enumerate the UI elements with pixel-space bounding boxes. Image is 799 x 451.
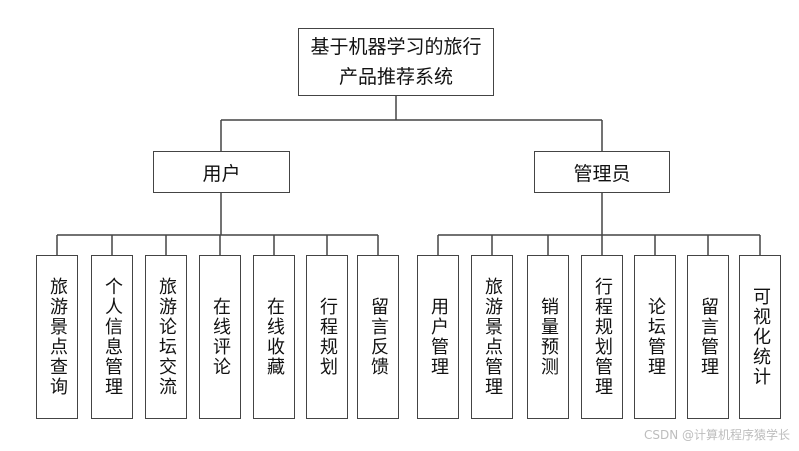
module-node-user-itinerary: 行程规划 [306,255,348,419]
module-label: 在线评论 [210,297,231,377]
module-label: 留言管理 [698,297,719,377]
root-title-line-1: 基于机器学习的旅行 [310,36,482,58]
module-node-user-favorites: 在线收藏 [253,255,295,419]
module-label: 行程规划管理 [592,277,613,397]
module-node-user-feedback: 留言反馈 [357,255,399,419]
root-title-line-2: 产品推荐系统 [338,66,453,88]
group-admin-label: 管理员 [573,162,631,185]
module-label: 在线收藏 [264,297,285,377]
module-node-user-forum: 旅游论坛交流 [145,255,187,419]
root-node-system-title: 基于机器学习的旅行 产品推荐系统 [298,28,494,96]
module-label: 个人信息管理 [102,277,123,397]
module-label: 旅游论坛交流 [156,277,177,397]
module-node-admin-sales-forecast: 销量预测 [527,255,569,419]
module-label: 旅游景点管理 [482,277,503,397]
module-node-admin-visual-stats: 可视化统计 [739,255,781,419]
module-label: 旅游景点查询 [47,277,68,397]
module-node-admin-scenic: 旅游景点管理 [471,255,513,419]
module-node-user-profile: 个人信息管理 [91,255,133,419]
module-label: 论坛管理 [645,297,666,377]
module-label: 可视化统计 [750,287,771,387]
module-node-admin-users: 用户管理 [417,255,459,419]
module-node-admin-forum: 论坛管理 [634,255,676,419]
watermark: CSDN @计算机程序猿学长 [643,428,790,442]
module-label: 销量预测 [538,297,559,377]
module-node-user-comment: 在线评论 [199,255,241,419]
module-label: 留言反馈 [368,297,389,377]
module-node-admin-itinerary: 行程规划管理 [581,255,623,419]
module-label: 行程规划 [317,297,338,377]
group-node-user: 用户 [153,151,290,193]
module-label: 用户管理 [428,297,449,377]
group-node-admin: 管理员 [534,151,670,193]
module-node-user-scenic-query: 旅游景点查询 [36,255,78,419]
group-user-label: 用户 [202,162,241,185]
module-node-admin-messages: 留言管理 [687,255,729,419]
